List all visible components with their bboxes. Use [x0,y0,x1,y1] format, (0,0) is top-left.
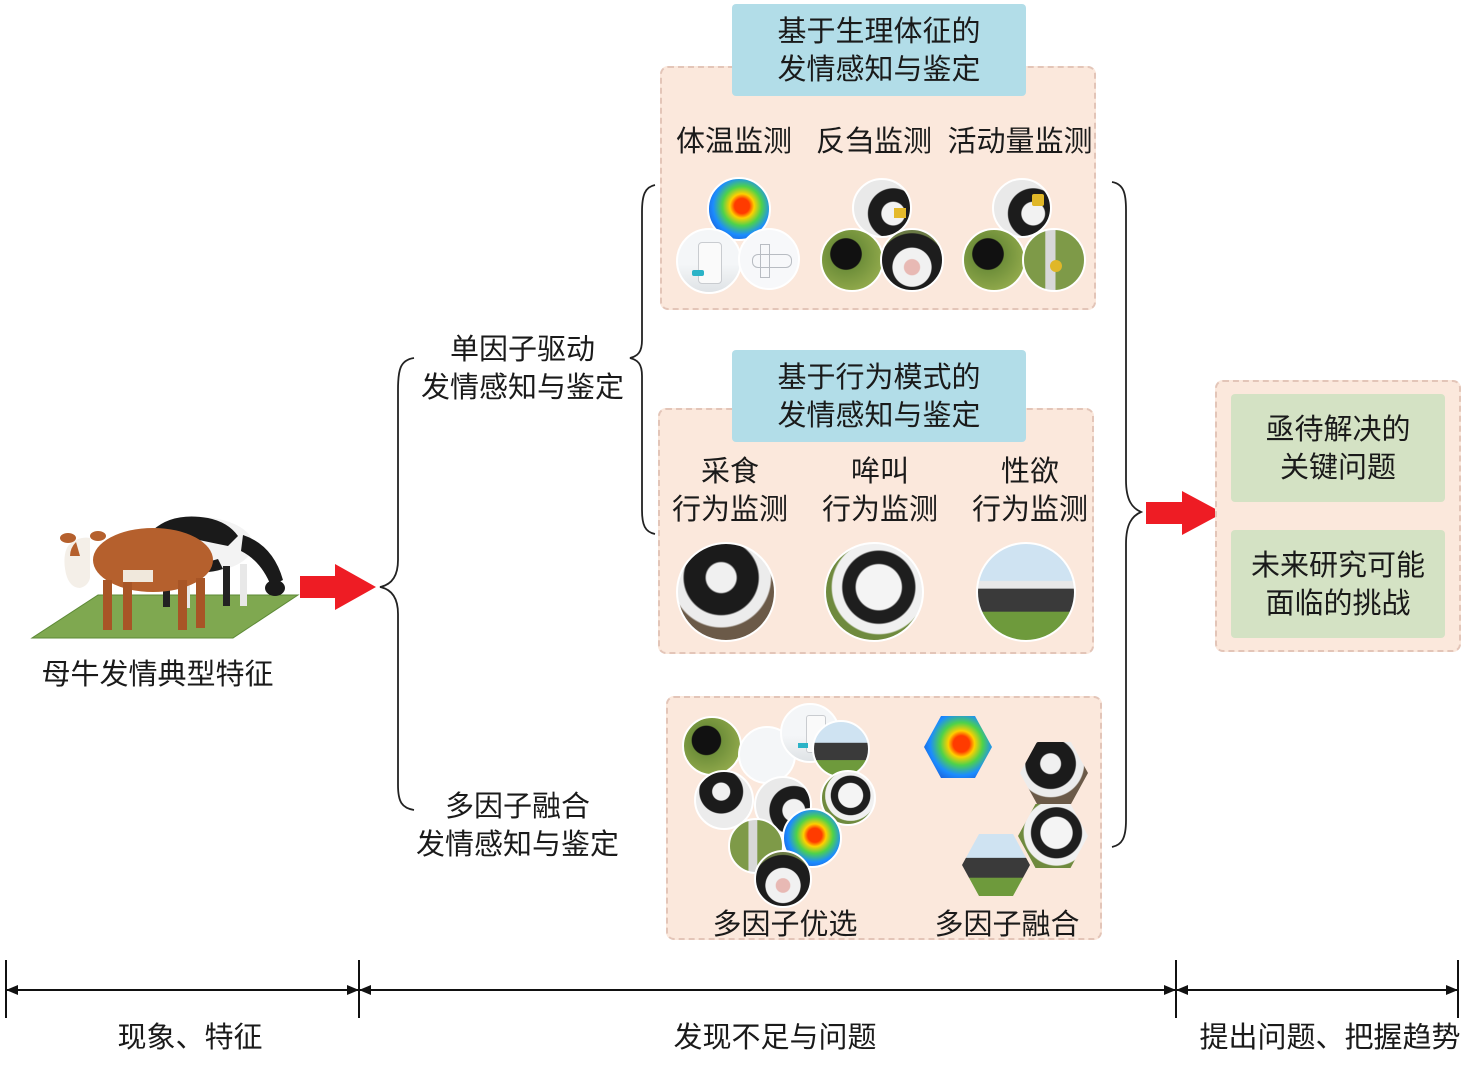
cow-tag-image [852,178,912,238]
sensor-diagram-image [738,228,800,290]
key-problems-box: 亟待解决的 关键问题 [1231,394,1445,502]
behavior-header: 基于行为模式的 发情感知与鉴定 [732,350,1026,442]
sensor-device-image [676,228,742,294]
cow-pedometer-image-2 [1022,228,1086,292]
red-arrow-1 [300,564,376,610]
cow-illustration [28,500,303,640]
cow-grass-image [820,228,884,292]
behavior-item-libido: 性欲 行为监测 [971,454,1088,526]
cow-collar-image [992,178,1052,238]
cow-pedometer-image-1 [962,228,1026,292]
future-challenges-box: 未来研究可能 面临的挑战 [1231,530,1445,638]
fusion-hex-1 [1020,742,1088,804]
left-brace [379,357,415,811]
physio-header: 基于生理体征的 发情感知与鉴定 [732,4,1026,96]
red-arrow-2 [1146,491,1223,535]
single-factor-label: 单因子驱动 发情感知与鉴定 [420,332,624,404]
cow-feeding-image [676,542,776,642]
timeline-label-2: 发现不足与问题 [673,1020,877,1054]
cow-mooing-image [824,542,924,642]
fusion-img-4 [812,720,870,778]
fusion-img-1 [682,716,742,776]
timeline-label-1: 现象、特征 [117,1020,263,1054]
left-caption: 母牛发情典型特征 [41,657,274,691]
single-brace [629,184,656,535]
timeline-label-3: 提出问题、把握趋势 [1199,1020,1461,1054]
behavior-item-feeding: 采食 行为监测 [671,454,788,526]
cow-face-image [880,228,944,292]
physio-item-rumination: 反刍监测 [815,124,932,158]
physio-item-temp: 体温监测 [675,124,792,158]
physio-item-activity: 活动量监测 [947,124,1093,158]
behavior-item-vocal: 哞叫 行为监测 [821,454,938,526]
fusion-img-10 [754,850,812,908]
multi-factor-label: 多因子融合 发情感知与鉴定 [415,789,619,861]
fusion-left-label: 多因子优选 [712,907,858,941]
cow-mounting-image [976,542,1076,642]
fusion-right-label: 多因子融合 [934,907,1080,941]
right-brace [1111,181,1144,848]
